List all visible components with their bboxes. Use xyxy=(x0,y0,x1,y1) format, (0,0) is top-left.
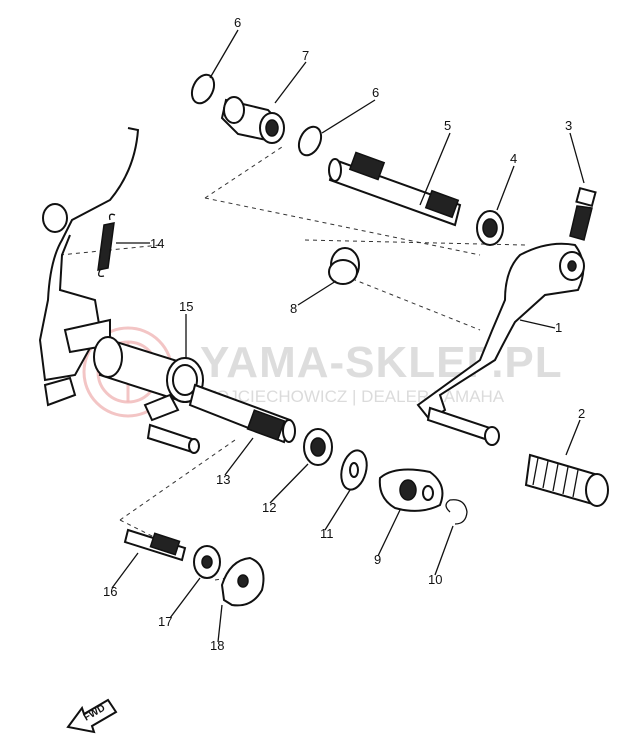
part-collar xyxy=(220,96,285,144)
label-part-7: 7 xyxy=(302,48,309,63)
part-oil-seal xyxy=(476,210,504,246)
label-part-6-mid: 6 xyxy=(372,85,379,100)
part-circlip xyxy=(445,499,468,525)
label-part-18: 18 xyxy=(210,638,224,653)
label-part-3: 3 xyxy=(565,118,572,133)
label-part-2: 2 xyxy=(578,406,585,421)
part-shift-shaft xyxy=(328,151,462,227)
part-number-labels: 6 7 6 5 3 4 14 8 1 15 2 13 12 11 9 10 16… xyxy=(103,15,585,653)
part-stopper-plate xyxy=(378,468,444,512)
part-nut xyxy=(193,545,221,579)
part-shift-shaft-assembly xyxy=(93,336,296,454)
part-shift-pedal xyxy=(416,242,585,446)
label-part-8: 8 xyxy=(290,301,297,316)
label-part-10: 10 xyxy=(428,572,442,587)
label-part-16: 16 xyxy=(103,584,117,599)
part-bolt xyxy=(569,186,597,241)
part-washer-top-a xyxy=(190,73,216,105)
part-return-spring xyxy=(97,213,116,278)
label-part-1: 1 xyxy=(555,320,562,335)
leader-lines xyxy=(111,29,585,643)
forward-arrow-icon: FWD xyxy=(66,698,118,734)
label-part-12: 12 xyxy=(262,500,276,515)
part-washer-top-b xyxy=(297,125,323,157)
label-part-5: 5 xyxy=(444,118,451,133)
part-seal-lower xyxy=(303,428,333,466)
part-pin xyxy=(123,528,187,562)
label-part-11: 11 xyxy=(320,526,334,541)
part-lock-washer xyxy=(220,556,265,607)
part-pedal-rubber xyxy=(524,453,609,507)
label-part-14: 14 xyxy=(150,236,164,251)
label-part-17: 17 xyxy=(158,614,172,629)
part-spacer xyxy=(328,247,360,285)
label-part-15: 15 xyxy=(179,299,193,314)
label-part-13: 13 xyxy=(216,472,230,487)
watermark-title: YAMA-SKLEP.PL xyxy=(200,338,563,387)
part-washer-lower xyxy=(340,449,368,491)
label-part-9: 9 xyxy=(374,552,381,567)
label-part-6-top: 6 xyxy=(234,15,241,30)
label-part-4: 4 xyxy=(510,151,517,166)
